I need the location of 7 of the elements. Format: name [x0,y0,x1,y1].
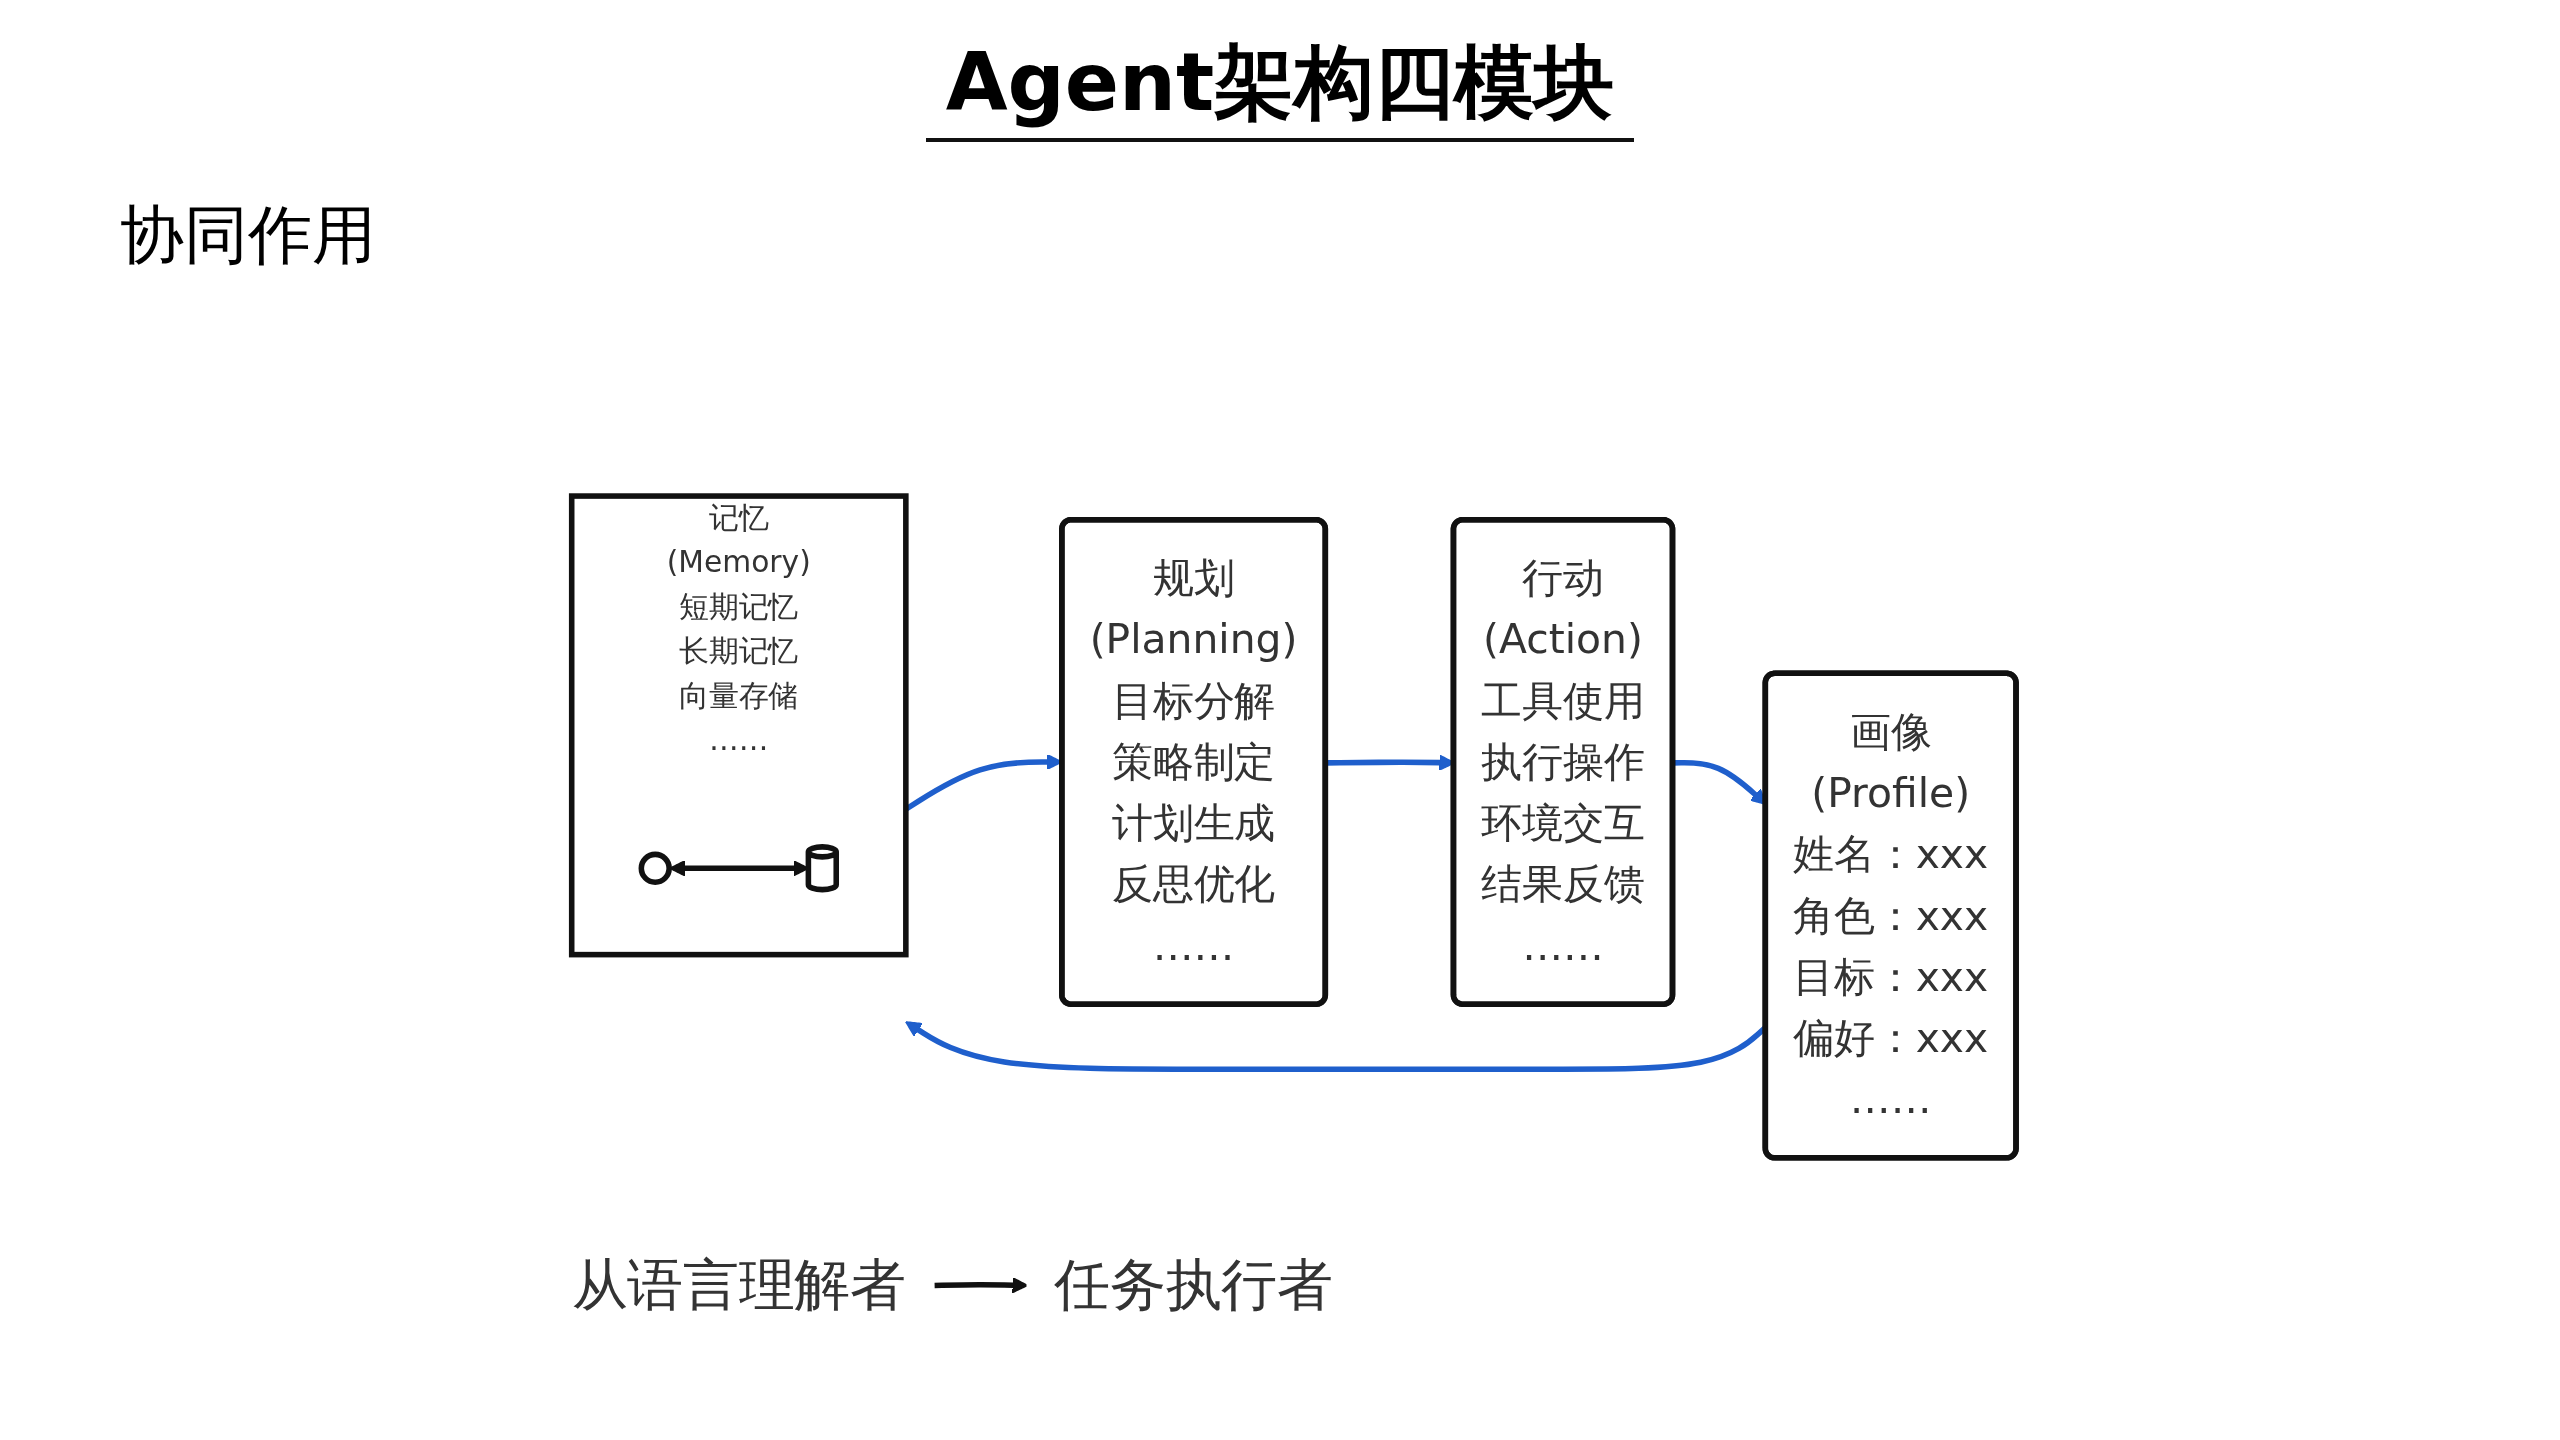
center-label: 协同作用 [120,198,376,272]
node-text: 从语言理解者 [571,1252,906,1318]
diagram-title: Agent架构四模块 [925,30,1635,142]
cluster: 记忆 (Memory) 短期记忆 长期记忆 向量存储 …… [568,493,909,958]
node-text: 任务执行者 [1054,1252,1333,1318]
node-cylinder [805,844,840,893]
node-brain [638,851,672,885]
